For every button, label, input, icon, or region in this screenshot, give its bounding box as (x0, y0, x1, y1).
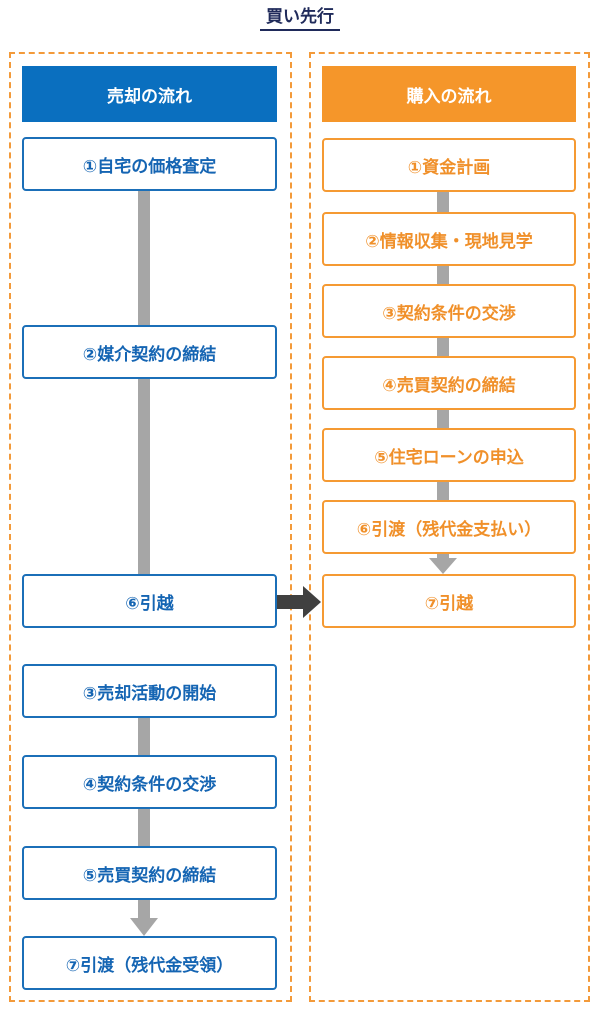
buy-step-5: ⑤住宅ローンの申込 (322, 428, 576, 482)
buy-connector-line (437, 190, 449, 214)
cross-arrow-right (277, 586, 321, 618)
diagram-title: 買い先行 (260, 6, 340, 31)
diagram-title-wrap: 買い先行 (0, 4, 600, 32)
sell-step-3: ③売却活動の開始 (22, 664, 277, 718)
buy-connector-line (437, 264, 449, 286)
buy-connector-line (437, 480, 449, 502)
sell-column (9, 52, 292, 1002)
sell-connector-line (138, 378, 150, 576)
buy-step-3: ③契約条件の交渉 (322, 284, 576, 338)
sell-step-6: ⑥引越 (22, 574, 277, 628)
buy-column (309, 52, 590, 1002)
buy-step-2: ②情報収集・現地見学 (322, 212, 576, 266)
sell-connector-line (138, 716, 150, 756)
buy-step-1: ①資金計画 (322, 138, 576, 192)
sell-step-5: ⑤売買契約の締結 (22, 846, 277, 900)
sell-connector-line (138, 806, 150, 846)
sell-step-7: ⑦引渡（残代金受領） (22, 936, 277, 990)
sell-connector-line (138, 190, 150, 326)
sell-step-2: ②媒介契約の締結 (22, 325, 277, 379)
buy-header: 購入の流れ (322, 66, 576, 122)
buy-step-6: ⑥引渡（残代金支払い） (322, 500, 576, 554)
buy-connector-line (437, 408, 449, 430)
buy-step-7: ⑦引越 (322, 574, 576, 628)
sell-step-1: ①自宅の価格査定 (22, 137, 277, 191)
sell-arrow-down (130, 896, 158, 936)
buy-connector-line (437, 336, 449, 358)
buy-arrow-down (429, 554, 457, 574)
sell-step-4: ④契約条件の交渉 (22, 755, 277, 809)
sell-header: 売却の流れ (22, 66, 277, 122)
buy-step-4: ④売買契約の締結 (322, 356, 576, 410)
